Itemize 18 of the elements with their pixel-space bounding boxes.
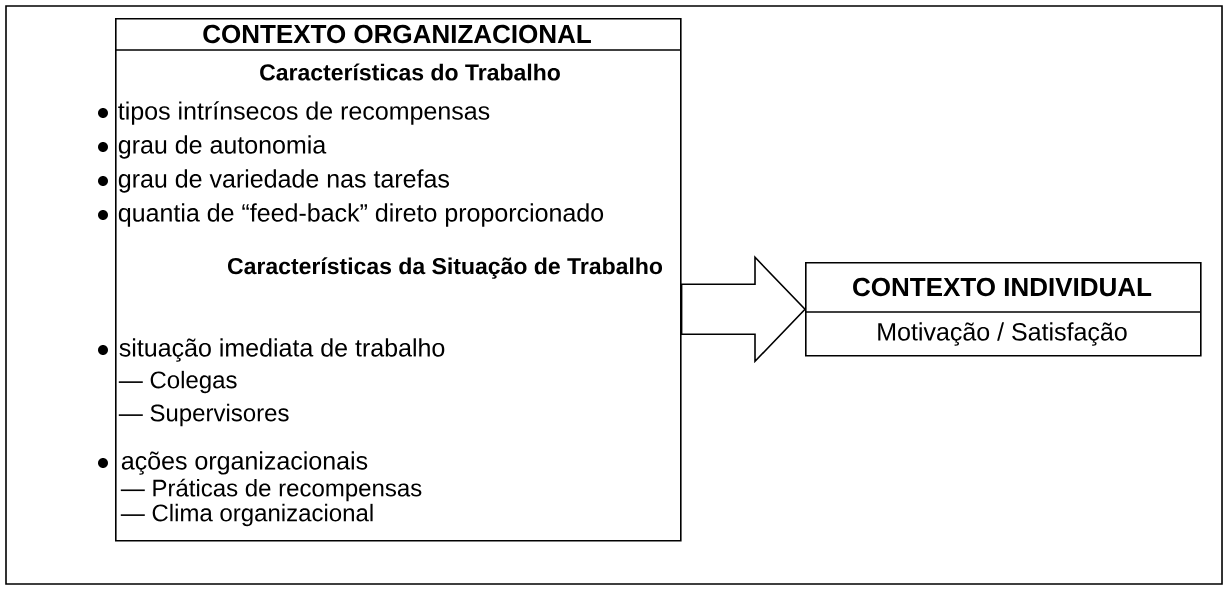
list-item: — Clima organizacional <box>120 503 373 527</box>
list-item: tipos intrínsecos de recompensas <box>118 101 490 125</box>
section-heading: Características do Trabalho <box>260 63 560 81</box>
list-item: — Práticas de recompensas <box>120 478 422 502</box>
text-box <box>804 262 1202 357</box>
list-item: ações organizacionais <box>121 451 368 475</box>
section-heading: Características da Situação de Trabalho <box>228 257 663 279</box>
box-heading: CONTEXTO INDIVIDUAL <box>853 277 1152 297</box>
text-box <box>98 18 682 542</box>
list-item: grau de variedade nas tarefas <box>118 169 449 193</box>
list-item: — Colegas <box>118 370 237 394</box>
list-item: quantia de “feed-back” direto proporcionado <box>118 203 604 227</box>
list-item: grau de autonomia <box>118 135 327 159</box>
box-text: Motivação / Satisfação <box>878 322 1127 346</box>
list-item: situação imediata de trabalho <box>119 338 445 362</box>
block-arrow <box>680 255 807 364</box>
list-item: — Supervisores <box>118 403 289 427</box>
box-heading: CONTEXTO ORGANIZACIONAL <box>203 24 591 44</box>
